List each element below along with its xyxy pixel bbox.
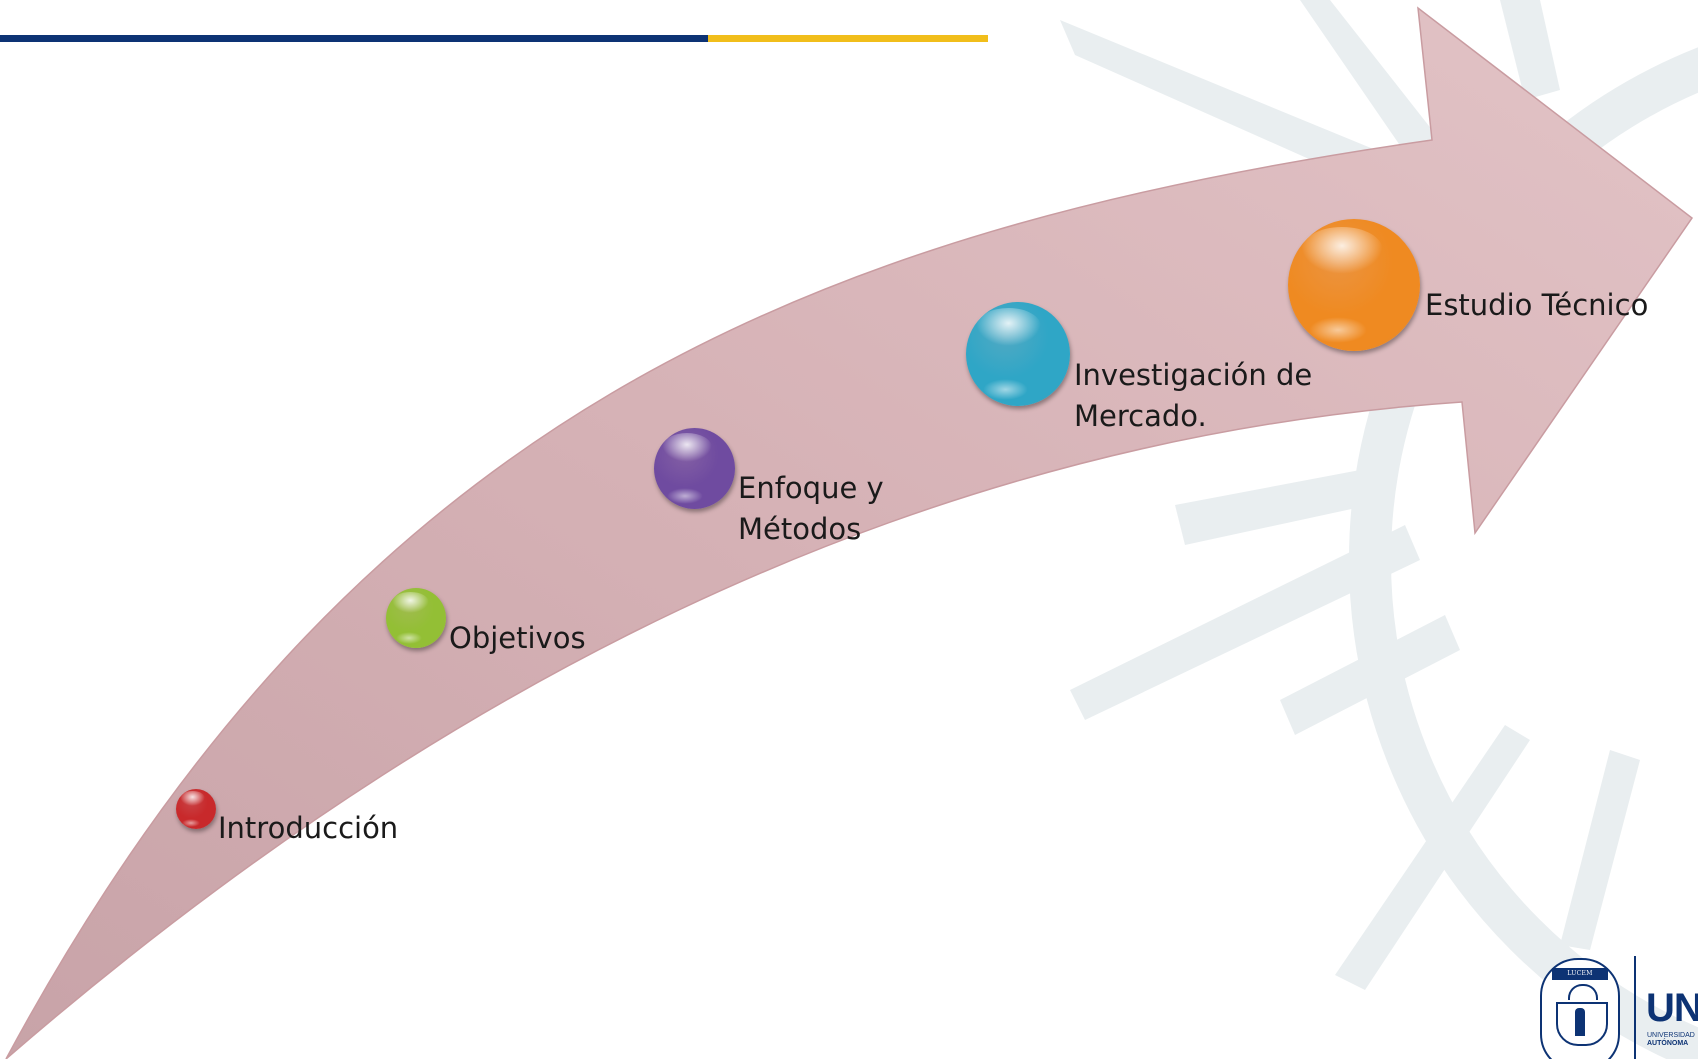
step-bubble [654,428,735,509]
step-label-line: Mercado. [1074,399,1207,433]
step-label: Introducción [218,808,398,849]
university-logo: LUCEM ASPICIO UN UNIVERSIDAD AUTÓNOMA [1538,956,1698,1059]
step-bubble [966,302,1070,406]
seal-figure-icon [1575,1008,1585,1036]
step-label: Estudio Técnico [1425,285,1648,326]
top-accent-bar-yellow [708,35,988,42]
logo-wordmark: UN [1646,986,1698,1030]
top-accent-bar-blue [0,35,708,42]
seal-motto: LUCEM ASPICIO [1552,968,1608,989]
step-label-line: Enfoque y [738,471,884,505]
step-label-line: Investigación de [1074,358,1313,392]
logo-subtitle-line2: AUTÓNOMA [1647,1040,1689,1047]
step-label-line: Métodos [738,512,862,546]
seal-shield-icon [1556,1002,1608,1046]
step-bubble [1288,219,1420,351]
seal-sun-icon [1568,984,1598,1000]
step-label-line: Introducción [218,811,399,845]
logo-subtitle-line1: UNIVERSIDAD [1647,1032,1695,1039]
step-label-line: Estudio Técnico [1425,288,1649,322]
step-label: Objetivos [449,618,586,659]
step-label: Enfoque y Métodos [738,468,884,550]
step-label-line: Objetivos [449,621,586,655]
step-bubble [386,588,446,648]
step-bubble [176,789,216,829]
university-seal: LUCEM ASPICIO [1540,958,1620,1059]
step-label: Investigación de Mercado. [1074,355,1312,437]
logo-divider [1634,956,1636,1059]
arrow-body [5,6,1694,1059]
